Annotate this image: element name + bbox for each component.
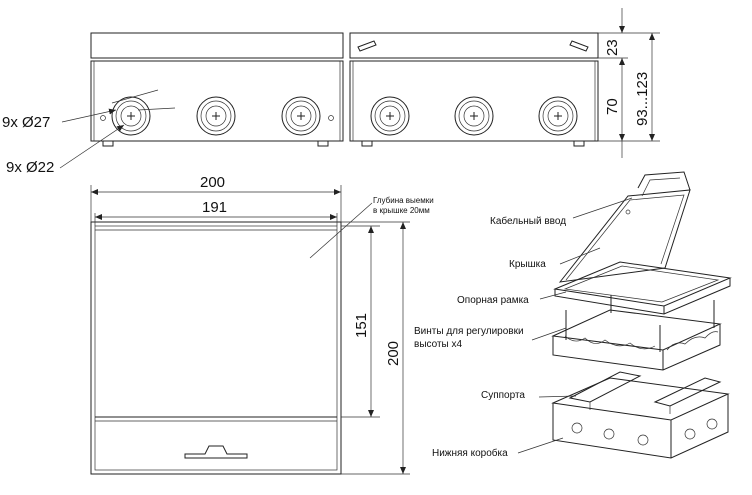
callout-lid: Крышка — [509, 259, 546, 270]
lid-part — [558, 171, 691, 283]
callout-cable-entry: Кабельный ввод — [490, 215, 566, 227]
callout-screws-line2: высоты x4 — [414, 339, 463, 350]
inner-width-label: 191 — [202, 199, 227, 216]
plan-view: 200 191 151 200 Глубина выемки в крышке … — [90, 174, 434, 475]
callout-bottom-box: Нижняя коробка — [432, 447, 508, 459]
support-frame-part — [551, 295, 722, 371]
holes-small-label: 9x Ø22 — [6, 159, 54, 176]
gland-side-2 — [454, 96, 494, 136]
lid-frame-part — [553, 261, 732, 315]
callout-screws-line1: Винты для регулировки — [414, 326, 524, 337]
callout-supports: Суппорта — [481, 390, 525, 401]
gland-front-3 — [281, 96, 321, 136]
gland-front-2 — [196, 96, 236, 136]
bottom-box-part — [551, 377, 730, 459]
box-height-label: 70 — [604, 98, 621, 115]
gland-front-1 — [111, 96, 151, 136]
holes-large-label: 9x Ø27 — [2, 114, 50, 131]
exploded-view: Кабельный ввод Крышка Опорная рамка Винт… — [414, 171, 732, 459]
side-elevation-view: 23 70 93...123 — [349, 8, 660, 158]
recess-note-line2: в крышке 20мм — [373, 206, 430, 215]
outer-depth-label: 200 — [385, 341, 402, 366]
front-elevation-view: 9x Ø27 9x Ø22 — [2, 32, 344, 176]
lid-height-label: 23 — [604, 39, 621, 56]
callout-support-frame: Опорная рамка — [457, 295, 529, 306]
gland-side-1 — [370, 96, 410, 136]
recess-note-line1: Глубина выемки — [373, 196, 434, 205]
total-height-label: 93...123 — [634, 72, 651, 126]
gland-side-3 — [538, 96, 578, 136]
lid-depth-label: 151 — [353, 313, 370, 338]
outer-width-label: 200 — [200, 174, 225, 191]
